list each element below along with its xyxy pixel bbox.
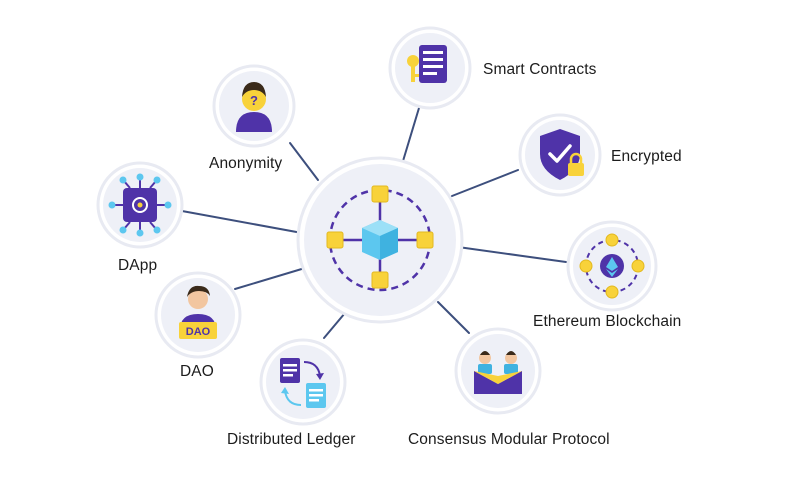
node-dapp bbox=[96, 161, 184, 249]
connector-smart-contracts bbox=[402, 107, 420, 162]
anonymity-question-mark: ? bbox=[250, 93, 258, 108]
chip-network-icon bbox=[108, 173, 172, 237]
dao-badge-text: DAO bbox=[186, 326, 211, 338]
shield-lock-icon bbox=[540, 129, 584, 180]
label-smart-contracts: Smart Contracts bbox=[483, 61, 597, 78]
anonymous-person-icon: ? bbox=[236, 82, 272, 132]
ethereum-network-icon bbox=[579, 233, 645, 299]
node-smart-contracts bbox=[388, 26, 472, 110]
dao-person-icon: DAO bbox=[179, 285, 217, 339]
consensus-voting-icon bbox=[474, 351, 522, 394]
connector-consensus bbox=[437, 301, 470, 334]
connector-encrypted bbox=[451, 169, 519, 197]
node-anonymity: ? bbox=[212, 64, 296, 148]
label-ledger: Distributed Ledger bbox=[227, 431, 356, 448]
document-sync-icon bbox=[280, 358, 326, 408]
blockchain-cube-icon bbox=[326, 185, 434, 292]
label-consensus: Consensus Modular Protocol bbox=[408, 431, 610, 448]
node-consensus bbox=[454, 327, 542, 415]
smart-contract-icon bbox=[407, 45, 447, 83]
label-ethereum: Ethereum Blockchain bbox=[533, 313, 682, 330]
connector-dao bbox=[234, 267, 306, 290]
label-encrypted: Encrypted bbox=[611, 148, 682, 165]
connector-lines bbox=[181, 107, 567, 339]
label-dapp: DApp bbox=[118, 257, 158, 274]
label-dao: DAO bbox=[180, 363, 214, 380]
label-anonymity: Anonymity bbox=[209, 155, 283, 172]
connector-ledger bbox=[323, 312, 346, 339]
node-ethereum bbox=[566, 220, 658, 312]
node-encrypted bbox=[518, 113, 602, 197]
connector-dapp bbox=[181, 210, 303, 234]
node-ledger bbox=[259, 338, 347, 426]
center-hub bbox=[296, 156, 464, 324]
connector-anonymity bbox=[289, 142, 319, 181]
node-dao: DAO bbox=[154, 271, 242, 359]
connector-ethereum bbox=[457, 246, 567, 263]
